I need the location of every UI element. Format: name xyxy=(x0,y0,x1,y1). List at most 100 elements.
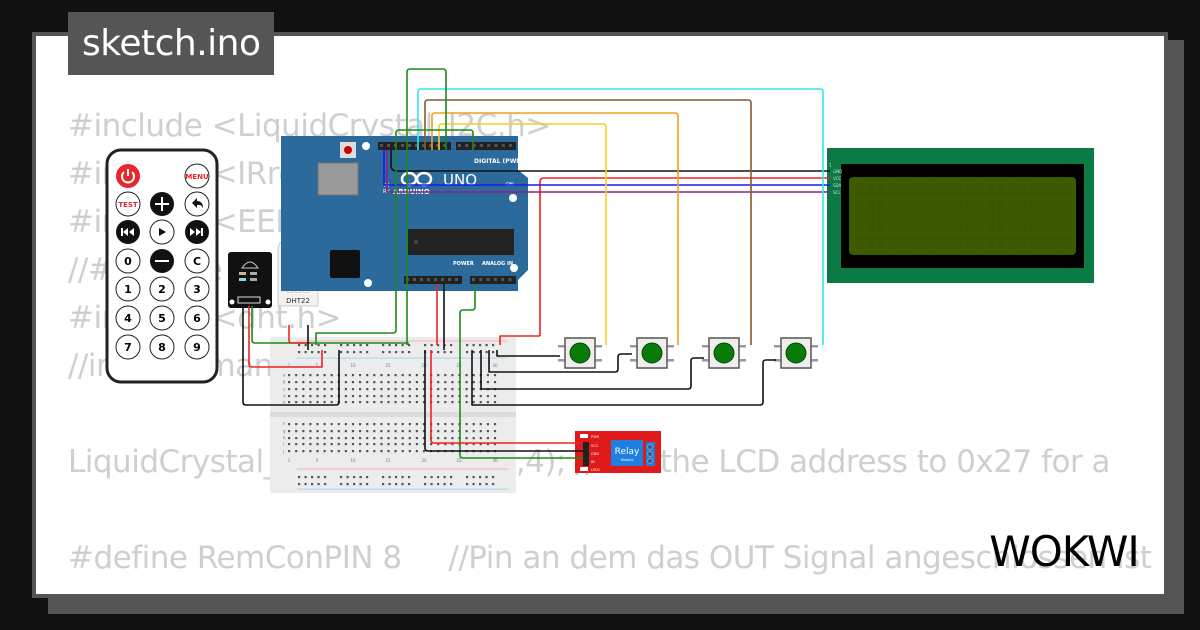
next-icon xyxy=(190,228,203,236)
wire-button3-signal[interactable] xyxy=(424,99,752,345)
lcd-cell xyxy=(1018,217,1028,232)
breadboard-hole xyxy=(359,437,362,440)
button-leg xyxy=(666,345,674,348)
wire-button4-gnd[interactable] xyxy=(471,350,776,406)
row-letter: e xyxy=(283,400,286,405)
pushbutton-1[interactable] xyxy=(558,337,602,369)
digit-4-button[interactable] xyxy=(115,305,141,331)
wire-button1-signal[interactable] xyxy=(438,123,607,345)
wire-ir-receiver-signal[interactable] xyxy=(251,306,409,345)
pushbutton-2[interactable] xyxy=(630,337,674,369)
breadboard-hole xyxy=(353,344,356,347)
wire-lcd-scl[interactable] xyxy=(386,150,830,193)
digit-1-button[interactable] xyxy=(115,276,141,302)
arduino-uno[interactable]: DIGITAL (PWM ~) UNO ARDUINO POWER ANALOG… xyxy=(281,136,532,291)
lcd-2004-i2c[interactable]: 1 GND VCC SDA SCL xyxy=(827,148,1094,283)
relay-module[interactable]: Relay Module VCC GND IN PWR LED1 xyxy=(575,431,661,473)
digit-3-button[interactable] xyxy=(184,276,210,302)
breadboard-hole xyxy=(298,483,301,486)
breadboard-hole xyxy=(493,437,497,440)
digit-9-button[interactable] xyxy=(184,334,210,360)
digit-label: 2 xyxy=(158,283,166,296)
breadboard-hole xyxy=(330,395,333,398)
wire-dht-data[interactable] xyxy=(315,129,474,345)
wire-ir-vcc[interactable] xyxy=(248,306,323,368)
wire-lcd-vcc[interactable] xyxy=(539,177,830,336)
lcd-cell xyxy=(920,183,930,198)
row-letter: h xyxy=(283,436,286,441)
breadboard-hole xyxy=(366,450,369,453)
lcd-cell xyxy=(931,217,941,232)
lcd-cell xyxy=(898,217,909,232)
wire-button3-gnd[interactable] xyxy=(480,350,704,390)
digit-0-button[interactable] xyxy=(115,248,141,274)
lcd-cell xyxy=(964,217,974,232)
file-title-tab[interactable]: sketch.ino xyxy=(68,12,275,75)
digit-6-button[interactable] xyxy=(184,305,210,331)
power-jack xyxy=(330,250,360,278)
pushbutton-3[interactable] xyxy=(702,337,746,369)
breadboard-hole xyxy=(479,430,482,433)
breadboard-hole xyxy=(451,437,454,440)
lcd-cell xyxy=(1051,234,1061,249)
lcd-cell xyxy=(909,217,919,232)
digit-label: 6 xyxy=(193,312,201,325)
column-number: 30 xyxy=(492,458,498,463)
digit-2-button[interactable] xyxy=(149,276,175,302)
breadboard-hole xyxy=(295,374,298,377)
digit-8-button[interactable] xyxy=(149,334,175,360)
breadboard-hole xyxy=(323,430,326,433)
c-button[interactable] xyxy=(184,248,210,274)
breadboard-hole xyxy=(387,374,390,377)
breadboard-hole xyxy=(344,423,347,426)
digit-label: 3 xyxy=(193,283,201,296)
wire-button1-gnd[interactable] xyxy=(496,350,560,357)
test-button[interactable] xyxy=(115,191,141,217)
pushbutton-4[interactable] xyxy=(774,337,818,369)
breadboard-hole xyxy=(466,483,469,486)
breadboard-hole xyxy=(394,381,397,384)
breadboard-hole xyxy=(437,344,440,347)
lcd-cell xyxy=(887,217,898,232)
breadboard-hole xyxy=(373,388,376,391)
wokwi-logo[interactable]: WOKWI xyxy=(978,526,1150,574)
breadboard-hole xyxy=(353,351,356,354)
header-pin xyxy=(413,278,416,281)
breadboard-hole xyxy=(302,388,305,391)
lcd-cell xyxy=(855,217,865,232)
digit-7-button[interactable] xyxy=(115,334,141,360)
wire-relay-vcc[interactable] xyxy=(430,350,583,444)
breadboard-hole xyxy=(465,443,468,446)
breadboard-hole xyxy=(344,401,347,404)
wire-relay-gnd[interactable] xyxy=(424,350,583,452)
wire-ir-gnd[interactable] xyxy=(242,306,340,406)
ir-receiver[interactable] xyxy=(228,252,272,308)
wire-vcc-rail[interactable] xyxy=(499,335,540,345)
breadboard-hole xyxy=(408,344,411,347)
digit-5-button[interactable] xyxy=(149,305,175,331)
breadboard-hole xyxy=(311,476,314,479)
wire-dht-vcc[interactable] xyxy=(288,325,310,344)
lcd-cell xyxy=(1040,217,1050,232)
breadboard-hole xyxy=(394,401,397,404)
breadboard-hole xyxy=(295,450,298,453)
breadboard-hole xyxy=(437,381,440,384)
wire-button2-signal[interactable] xyxy=(431,112,679,345)
wire-lcd-gnd[interactable] xyxy=(390,150,830,172)
breadboard-hole xyxy=(373,381,376,384)
breadboard-hole xyxy=(444,388,447,391)
wire-button2-gnd[interactable] xyxy=(488,350,632,373)
wire-lcd-sda[interactable] xyxy=(383,150,830,186)
breadboard-hole xyxy=(408,395,411,398)
menu-button[interactable] xyxy=(184,163,210,189)
lcd-cell xyxy=(1040,234,1050,249)
wire-ir-signal[interactable] xyxy=(406,68,447,345)
breadboard-hole xyxy=(388,351,391,354)
wire-relay-in[interactable] xyxy=(459,284,583,459)
row-letter: g xyxy=(283,429,286,434)
breadboard-hole xyxy=(382,351,385,354)
lcd-cell xyxy=(865,234,876,249)
wire-button4-signal[interactable] xyxy=(417,88,824,345)
